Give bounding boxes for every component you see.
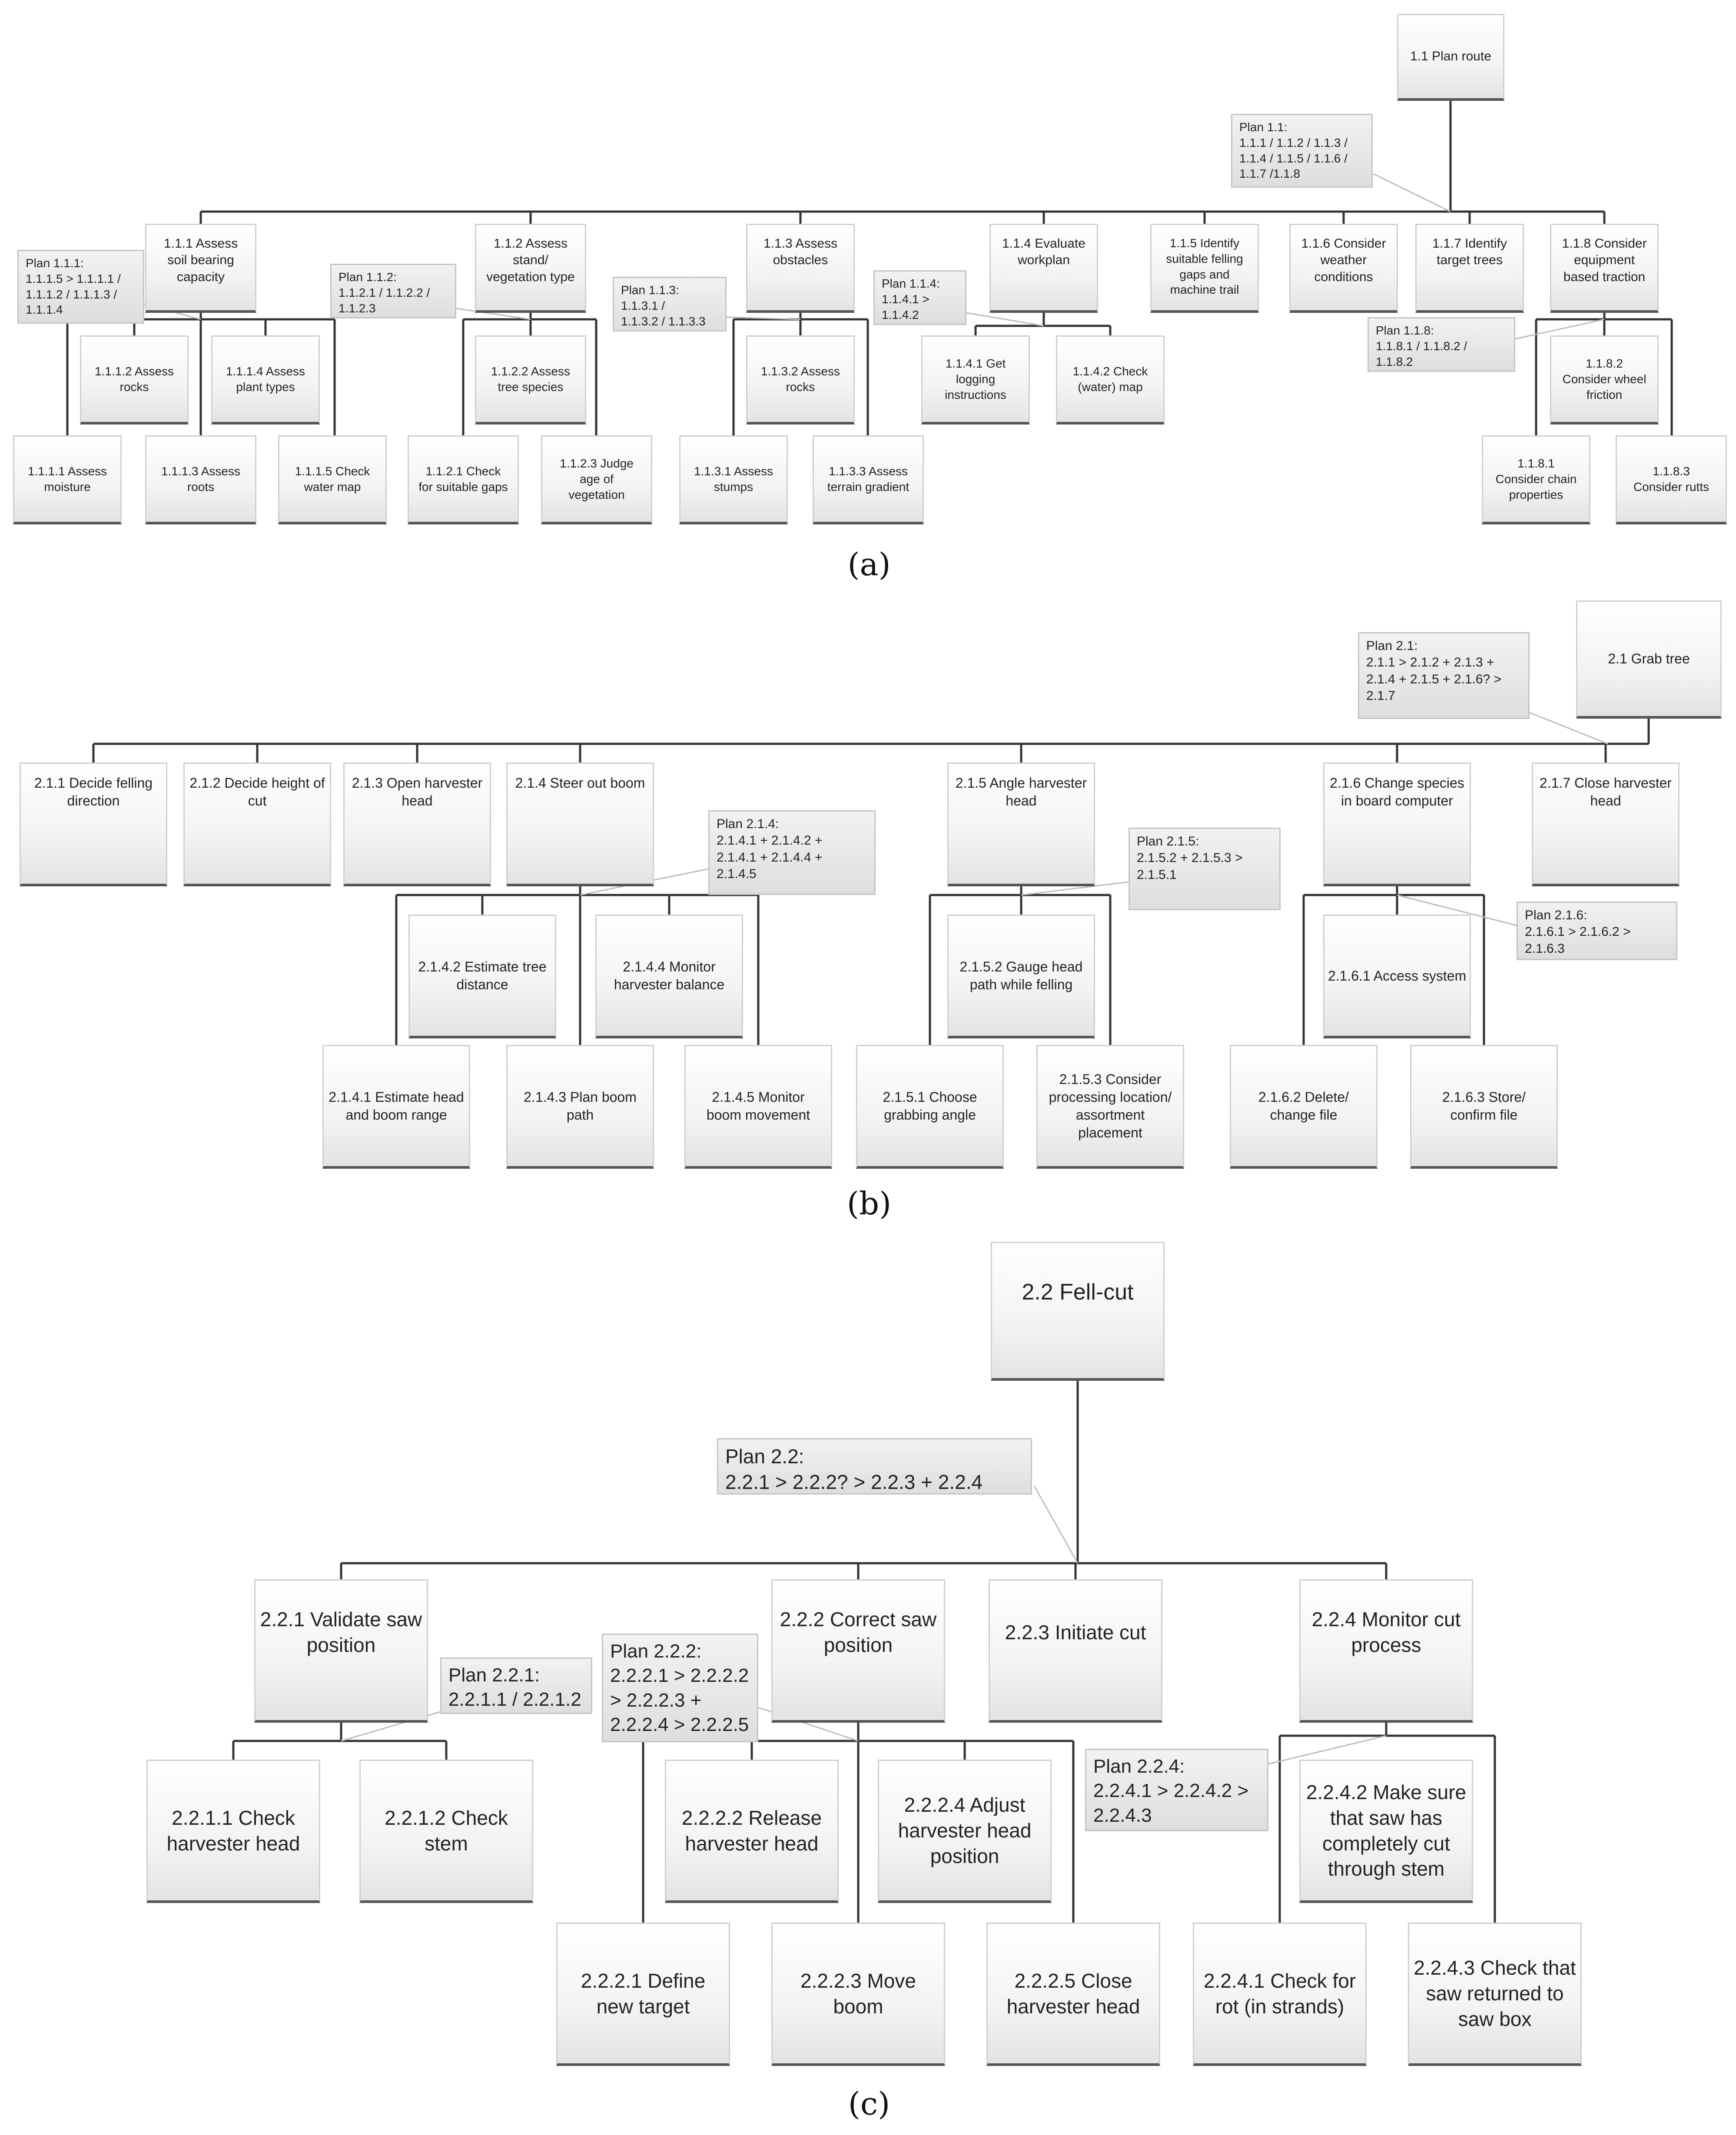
task-1-1-1-2: 1.1.1.2 Assess rocks [80,335,189,424]
plan-pointer-line [456,308,531,320]
task-2-2-2-3: 2.2.2.3 Move boom [771,1923,945,2066]
task-2-1-4-1: 2.1.4.1 Estimate head and boom range [322,1045,470,1169]
task-2-2-1: 2.2.1 Validate saw position [254,1579,428,1723]
task-2-1-4-5: 2.1.4.5 Monitor boom movement [684,1045,832,1169]
task-2-1-3: 2.1.3 Open harvester head [343,762,491,886]
plan-1-1-1: Plan 1.1.1: 1.1.1.5 > 1.1.1.1 / 1.1.1.2 … [17,250,144,324]
task-2-2-2-4: 2.2.2.4 Adjust harvester head position [878,1760,1052,1903]
task-1-1-3: 1.1.3 Assess obstacles [746,224,855,313]
task-2-1-2: 2.1.2 Decide height of cut [183,762,331,886]
task-2-1-6-2: 2.1.6.2 Delete/ change file [1230,1045,1378,1169]
task-1-1-8-1: 1.1.8.1 Consider chain properties [1482,435,1590,524]
plan-1-1-4: Plan 1.1.4: 1.1.4.1 > 1.1.4.2 [873,270,966,325]
task-1-1-2-3: 1.1.2.3 Judge age of vegetation [541,435,652,524]
task-1-1-4-1: 1.1.4.1 Get logging instructions [921,335,1030,424]
task-1-1-plan-route: 1.1 Plan route [1397,14,1504,101]
caption-c: (c) [848,2085,890,2122]
plan-2-1-4: Plan 2.1.4: 2.1.4.1 + 2.1.4.2 + 2.1.4.1 … [708,810,876,895]
plan-2-1-5: Plan 2.1.5: 2.1.5.2 + 2.1.5.3 > 2.1.5.1 [1129,828,1281,910]
task-2-1-4-4: 2.1.4.4 Monitor harvester balance [595,915,743,1038]
task-1-1-2-1: 1.1.2.1 Check for suitable gaps [408,435,519,524]
plan-pointer-line [1373,173,1451,212]
task-1-1-1: 1.1.1 Assess soil bearing capacity [145,224,256,313]
caption-a-text: (a) [847,546,891,583]
task-1-1-5: 1.1.5 Identify suitable felling gaps and… [1150,224,1259,313]
task-2-1-5-1: 2.1.5.1 Choose grabbing angle [856,1045,1004,1169]
task-2-1-1: 2.1.1 Decide felling direction [20,762,167,886]
task-2-1-5-3: 2.1.5.3 Consider processing location/ as… [1036,1045,1184,1169]
task-1-1-6: 1.1.6 Consider weather conditions [1289,224,1398,313]
caption-c-text: (c) [848,2085,890,2122]
task-2-2-4: 2.2.4 Monitor cut process [1299,1579,1473,1723]
task-2-2-4-3: 2.2.4.3 Check that saw returned to saw b… [1408,1923,1582,2066]
plan-2-1-6: Plan 2.1.6: 2.1.6.1 > 2.1.6.2 > 2.1.6.3 [1517,902,1677,960]
task-1-1-8-3: 1.1.8.3 Consider rutts [1616,435,1727,524]
task-1-1-1-5: 1.1.1.5 Check water map [278,435,387,524]
plan-pointer-line [1021,881,1129,896]
task-1-1-8-2: 1.1.8.2 Consider wheel friction [1550,335,1659,424]
task-1-1-3-3: 1.1.3.3 Assess terrain gradient [813,435,924,524]
task-1-1-2: 1.1.2 Assess stand/ vegetation type [475,224,586,313]
task-2-1-5-2: 2.1.5.2 Gauge head path while felling [947,915,1095,1038]
plan-pointer-line [966,312,1044,327]
task-2-1-4-2: 2.1.4.2 Estimate tree distance [408,915,556,1038]
task-2-1-4-3: 2.1.4.3 Plan boom path [506,1045,654,1169]
task-2-2-2-5: 2.2.2.5 Close harvester head [986,1923,1160,2066]
task-1-1-1-4: 1.1.1.4 Assess plant types [211,335,320,424]
task-2-1-4: 2.1.4 Steer out boom [506,762,654,886]
plan-2-1: Plan 2.1: 2.1.1 > 2.1.2 + 2.1.3 + 2.1.4 … [1358,632,1530,719]
task-2-2-4-2: 2.2.4.2 Make sure that saw has completel… [1299,1760,1473,1903]
plan-1-1-2: Plan 1.1.2: 1.1.2.1 / 1.1.2.2 / 1.1.2.3 [330,264,456,318]
task-1-1-4-2: 1.1.4.2 Check (water) map [1056,335,1165,424]
task-2-2-2-1: 2.2.2.1 Define new target [556,1923,730,2066]
task-2-2-4-1: 2.2.4.1 Check for rot (in strands) [1193,1923,1367,2066]
plan-pointer-line [1529,712,1608,745]
task-2-2-1-2: 2.2.1.2 Check stem [359,1760,533,1903]
task-2-1-5: 2.1.5 Angle harvester head [947,762,1095,886]
plan-pointer-line [1515,318,1605,340]
task-2-2-2-2: 2.2.2.2 Release harvester head [665,1760,839,1903]
task-2-2-2: 2.2.2 Correct saw position [771,1579,945,1723]
task-1-1-3-2: 1.1.3.2 Assess rocks [746,335,855,424]
plan-pointer-line [1268,1735,1387,1765]
task-1-1-2-2: 1.1.2.2 Assess tree species [475,335,586,424]
plan-2-2: Plan 2.2: 2.2.1 > 2.2.2? > 2.2.3 + 2.2.4 [717,1438,1032,1495]
plan-pointer-line [1033,1485,1079,1564]
caption-b: (b) [847,1185,891,1222]
task-2-1-7: 2.1.7 Close harvester head [1532,762,1680,886]
plan-1-1-8: Plan 1.1.8: 1.1.8.1 / 1.1.8.2 / 1.1.8.2 [1368,317,1515,372]
plan-pointer-line [1397,894,1517,926]
task-2-1-6-1: 2.1.6.1 Access system [1323,915,1471,1038]
task-1-1-8: 1.1.8 Consider equipment based traction [1550,224,1659,313]
task-2-2-1-1: 2.2.1.1 Check harvester head [146,1760,320,1903]
plan-pointer-line [726,316,801,320]
plan-1-1: Plan 1.1: 1.1.1 / 1.1.2 / 1.1.3 / 1.1.4 … [1231,114,1373,188]
task-2-1-6: 2.1.6 Change species in board computer [1323,762,1471,886]
plan-2-2-2: Plan 2.2.2: 2.2.2.1 > 2.2.2.2 > 2.2.2.3 … [602,1634,758,1742]
task-1-1-1-3: 1.1.1.3 Assess roots [145,435,256,524]
plan-1-1-3: Plan 1.1.3: 1.1.3.1 / 1.1.3.2 / 1.1.3.3 [613,277,727,332]
task-1-1-7: 1.1.7 Identify target trees [1415,224,1524,313]
task-1-1-1-1: 1.1.1.1 Assess moisture [13,435,122,524]
plan-2-2-4: Plan 2.2.4: 2.2.4.1 > 2.2.4.2 > 2.2.4.3 [1085,1749,1268,1831]
plan-2-2-1: Plan 2.2.1: 2.2.1.1 / 2.2.1.2 [440,1658,592,1714]
caption-b-text: (b) [846,1185,892,1222]
task-2-2-3: 2.2.3 Initiate cut [989,1579,1162,1723]
task-2-1-grab-tree: 2.1 Grab tree [1576,600,1722,719]
task-1-1-3-1: 1.1.3.1 Assess stumps [679,435,788,524]
task-2-2-fell-cut: 2.2 Fell-cut [991,1242,1165,1381]
task-1-1-4: 1.1.4 Evaluate workplan [989,224,1098,313]
task-2-1-6-3: 2.1.6.3 Store/ confirm file [1410,1045,1558,1169]
caption-a: (a) [847,546,890,583]
